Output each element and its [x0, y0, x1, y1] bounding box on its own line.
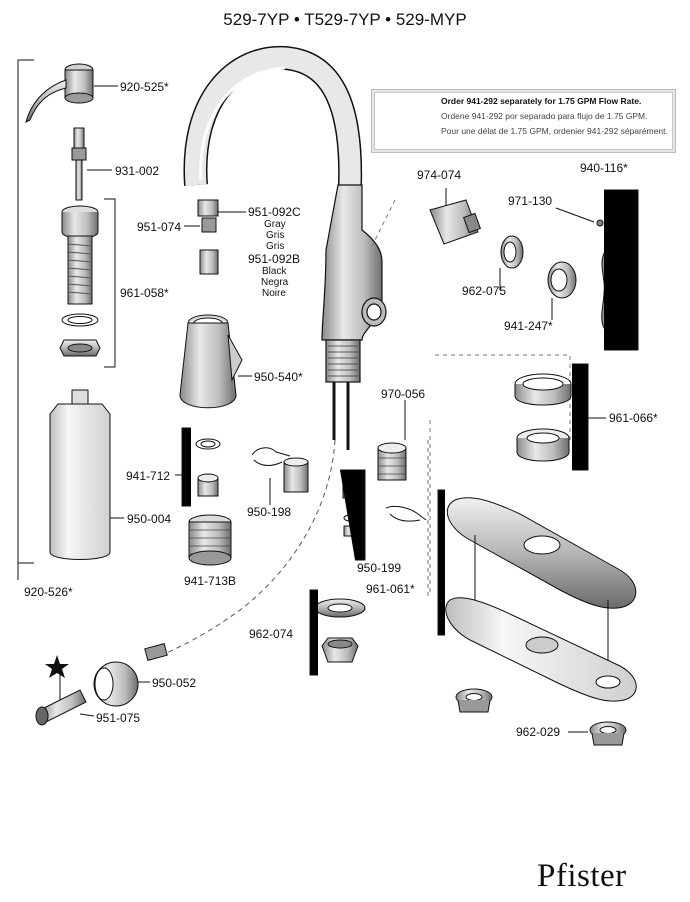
label-black-es: Negra	[261, 277, 289, 288]
faucet-handle	[555, 189, 639, 351]
valve-cartridge	[429, 188, 482, 245]
flow-rate-note: Order 941-292 separately for 1.75 GPM Fl…	[371, 89, 676, 153]
label-920-526: 920-526*	[24, 585, 73, 599]
label-black-fr: Noire	[262, 288, 286, 299]
label-970-056: 970-056	[381, 387, 426, 401]
star-icon	[45, 655, 69, 678]
weight-part	[377, 400, 407, 481]
label-920-525: 920-525*	[120, 80, 169, 94]
label-931-002: 931-002	[115, 164, 160, 178]
label-974-074: 974-074	[417, 168, 462, 182]
note-line-fr: Pour une délat de 1.75 GPM, ordenier 941…	[441, 126, 668, 136]
diagram-title: 529-7YP • T529-7YP • 529-MYP	[223, 10, 467, 29]
quick-connect-parts	[340, 469, 427, 561]
label-gray-fr: Gris	[266, 241, 285, 252]
label-gray-es: Gris	[266, 230, 285, 241]
note-line-en: Order 941-292 separately for 1.75 GPM Fl…	[441, 96, 642, 106]
spray-connector	[184, 199, 246, 275]
pump-tube	[71, 127, 112, 201]
label-black-en: Black	[262, 266, 287, 277]
note-panel	[374, 92, 673, 150]
label-951-092b: 951-092B	[248, 252, 301, 266]
label-962-074: 962-074	[249, 627, 294, 641]
label-941-712: 941-712	[126, 469, 171, 483]
aerator-housing	[188, 514, 232, 566]
label-962-029: 962-029	[516, 725, 561, 739]
cartridge-rings	[499, 235, 577, 320]
soap-threaded-body	[59, 205, 101, 357]
label-941-713b: 941-713B	[184, 574, 237, 588]
deck-plate	[437, 489, 637, 702]
hose-path	[149, 439, 336, 661]
escutcheon-rings	[514, 363, 606, 471]
label-950-198: 950-198	[247, 505, 292, 519]
label-gray-en: Gray	[264, 219, 286, 230]
label-961-061: 961-061*	[366, 582, 415, 596]
hose-clip	[251, 447, 309, 505]
label-950-052: 950-052	[152, 676, 197, 690]
label-951-075: 951-075	[96, 711, 141, 725]
label-951-092c: 951-092C	[248, 205, 301, 219]
soap-dispenser-bracket	[17, 59, 116, 580]
label-950-540: 950-540*	[254, 370, 303, 384]
aerator-parts	[175, 427, 221, 507]
assembly-guides	[369, 199, 571, 600]
label-941-247: 941-247*	[504, 319, 553, 333]
note-line-es: Ordene 941-292 por separado para flujo d…	[441, 111, 648, 121]
label-950-199: 950-199	[357, 561, 402, 575]
mounting-washer-nut	[309, 589, 366, 676]
hose-end	[35, 675, 95, 726]
label-950-004: 950-004	[127, 512, 172, 526]
soap-bottle	[49, 389, 124, 560]
label-951-074: 951-074	[137, 220, 182, 234]
spray-head	[179, 314, 252, 409]
label-940-116: 940-116*	[580, 161, 628, 175]
deck-nuts	[455, 688, 627, 746]
soap-pump-head	[25, 63, 118, 123]
label-971-130: 971-130	[508, 194, 553, 208]
brand-logo: Pfister	[537, 858, 627, 894]
label-962-075: 962-075	[462, 284, 507, 298]
label-961-058: 961-058*	[120, 286, 169, 300]
label-961-066: 961-066*	[609, 411, 658, 425]
faucet-spout	[183, 45, 387, 450]
hose-weight	[93, 643, 168, 707]
